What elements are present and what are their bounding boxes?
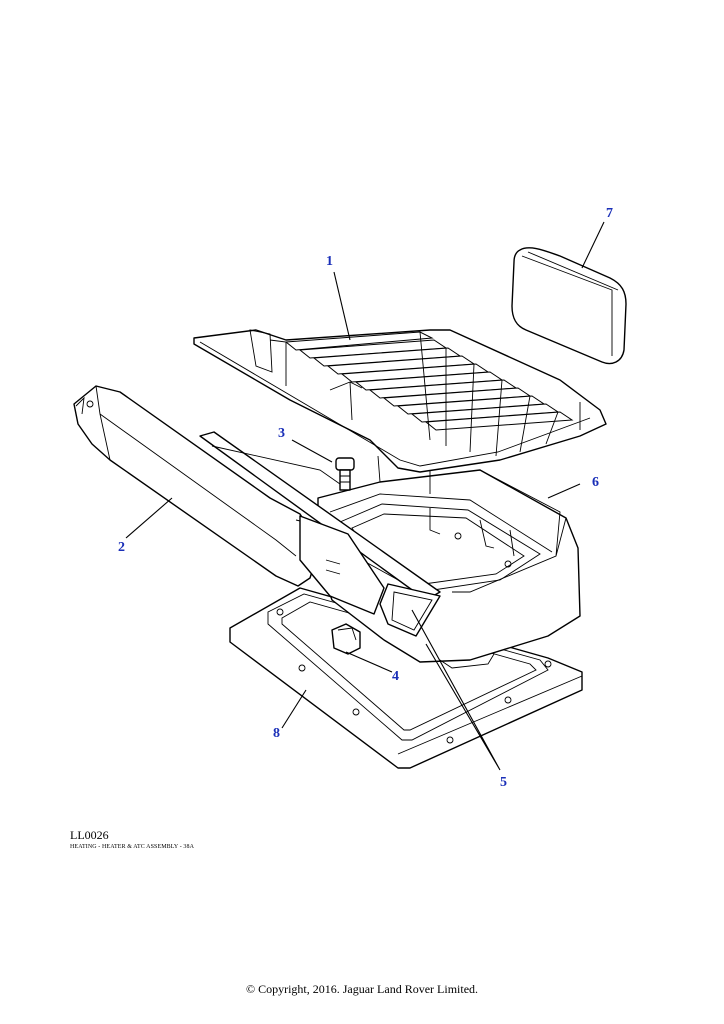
callout-3[interactable]: 3 [278, 426, 285, 441]
callout-4[interactable]: 4 [392, 669, 399, 684]
diagram-reference-code: LL0026 [70, 828, 109, 842]
callout-1[interactable]: 1 [326, 254, 333, 269]
part-7-filter-pad[interactable] [511, 247, 627, 365]
part-4-clip[interactable] [331, 623, 361, 655]
callout-6[interactable]: 6 [592, 475, 599, 490]
callout-8[interactable]: 8 [273, 726, 280, 741]
diagram-caption: HEATING - HEATER & ATC ASSEMBLY - 38A [70, 844, 195, 850]
part-2-blower-duct[interactable] [73, 385, 441, 637]
copyright-notice: © Copyright, 2016. Jaguar Land Rover Lim… [245, 982, 479, 996]
callout-5[interactable]: 5 [500, 775, 507, 790]
callout-2[interactable]: 2 [118, 540, 125, 555]
leader-lines [125, 221, 605, 771]
part-3-screw[interactable] [335, 457, 355, 491]
part-1-heater-core-cover[interactable] [193, 329, 607, 473]
callout-7[interactable]: 7 [606, 206, 613, 221]
